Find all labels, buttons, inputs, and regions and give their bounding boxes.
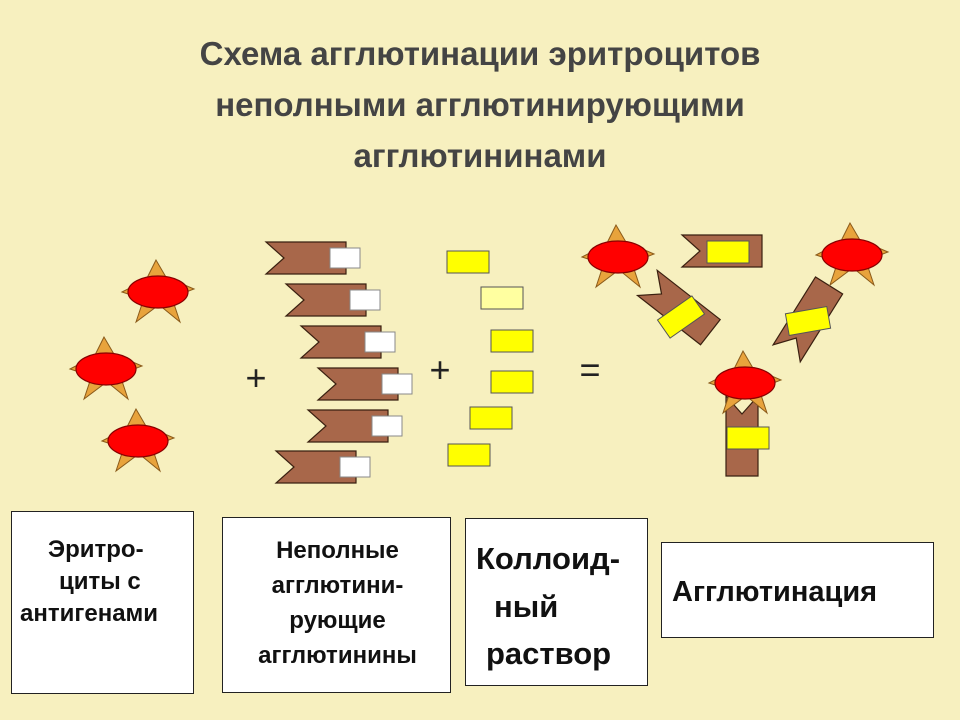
label-colloid-line-3: раствор — [486, 636, 612, 671]
title-line-1: Схема агглютинации эритроцитов — [199, 35, 761, 72]
label-erythrocytes-line-1: Эритро- — [48, 536, 144, 563]
erythrocyte-1 — [121, 259, 195, 323]
label-erythrocytes-line-2: циты с — [59, 568, 141, 595]
antibody-4 — [317, 367, 413, 401]
agglutinated-cell-2 — [815, 222, 889, 286]
agglutinated-cell-1 — [581, 224, 655, 288]
label-agglutinins-line-2: агглютини- — [271, 572, 404, 599]
label-box-colloid: Коллоид- ный раствор — [465, 518, 648, 686]
label-colloid-line-1: Коллоид- — [476, 541, 621, 576]
colloid-particle-3 — [490, 329, 534, 353]
colloid-particle-4 — [490, 370, 534, 394]
erythrocyte-2 — [69, 336, 143, 400]
plus-sign-1: + — [245, 357, 266, 398]
agglutination-complex — [581, 222, 889, 477]
colloid-particle-group — [446, 250, 534, 467]
antibody-2 — [285, 283, 381, 317]
agglutinated-cell-3 — [708, 350, 782, 414]
plus-sign-2: + — [429, 349, 450, 390]
colloid-particle-6 — [447, 443, 491, 467]
bridge-particle-bottom — [726, 426, 770, 450]
erythrocyte-group — [69, 259, 195, 472]
label-box-erythrocytes: Эритро- циты с антигенами — [11, 511, 194, 694]
equals-sign: = — [579, 349, 600, 390]
label-box-agglutination: Агглютинация — [661, 542, 934, 638]
bridge-particle-top — [706, 240, 750, 264]
title-line-3: агглютининами — [353, 137, 607, 174]
label-erythrocytes-line-3: антигенами — [20, 600, 159, 627]
label-agglutinins-line-1: Неполные — [276, 537, 399, 564]
erythrocyte-3 — [101, 408, 175, 472]
antibody-6 — [275, 450, 371, 484]
antibody-1 — [265, 241, 361, 275]
label-box-agglutinins: Неполные агглютини- рующие агглютинины — [222, 517, 451, 693]
antibody-3 — [300, 325, 396, 359]
antibody-group — [265, 241, 413, 484]
label-colloid-line-2: ный — [494, 589, 559, 624]
title-line-2: неполными агглютинирующими — [215, 86, 745, 123]
page-title: Схема агглютинации эритроцитов неполными… — [60, 28, 900, 181]
colloid-particle-5 — [469, 406, 513, 430]
label-agglutinins-line-3: рующие — [289, 607, 386, 634]
label-agglutinins-line-4: агглютинины — [258, 642, 417, 669]
bridge-particle-right — [784, 306, 832, 336]
colloid-particle-1 — [446, 250, 490, 274]
antibody-5 — [307, 409, 403, 443]
label-agglutination-text: Агглютинация — [672, 576, 878, 608]
colloid-particle-2 — [480, 286, 524, 310]
